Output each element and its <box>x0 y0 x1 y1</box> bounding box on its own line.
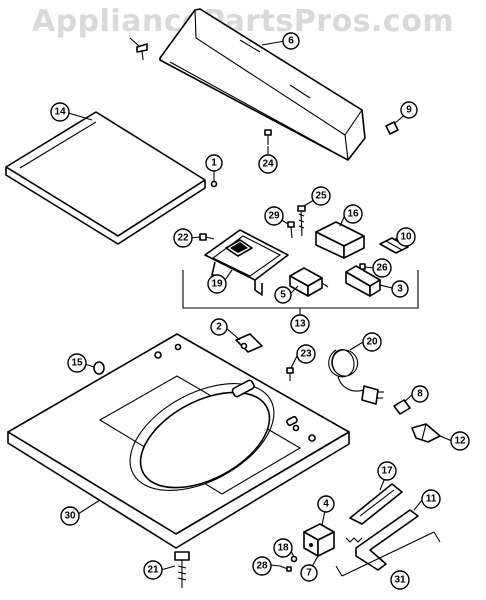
part-24-screw <box>264 129 272 145</box>
part-9-clip <box>385 121 399 135</box>
callout-30-label: 30 <box>64 511 76 522</box>
callout-18: 18 <box>273 538 293 558</box>
callout-28-label: 28 <box>256 561 268 572</box>
callout-10: 10 <box>396 227 416 247</box>
callout-26: 26 <box>372 258 392 278</box>
part-17-actuator <box>349 483 403 525</box>
callout-7-label: 7 <box>306 568 312 579</box>
callout-9: 9 <box>400 101 418 119</box>
callout-8-label: 8 <box>417 389 423 400</box>
callout-13: 13 <box>290 314 310 334</box>
part-screw-top-left <box>136 43 148 61</box>
callout-9-label: 9 <box>406 105 412 116</box>
callout-4-label: 4 <box>323 499 329 510</box>
callout-5-label: 5 <box>280 290 286 301</box>
watermark: AppliancePartsPros.com <box>31 4 455 39</box>
part-7-spring <box>345 537 363 543</box>
callout-5: 5 <box>274 286 292 304</box>
callout-3: 3 <box>391 280 409 298</box>
callout-10-label: 10 <box>400 232 412 243</box>
part-20-harness <box>328 349 384 405</box>
part-21-leg <box>174 551 190 588</box>
callout-13-label: 13 <box>294 319 306 330</box>
part-1-bumper <box>210 180 218 188</box>
callout-2-label: 2 <box>216 322 222 333</box>
part-5-switch <box>289 267 329 297</box>
callout-17-label: 17 <box>381 466 393 477</box>
callout-2: 2 <box>210 318 228 336</box>
callout-11-label: 11 <box>426 494 437 505</box>
callout-24: 24 <box>258 154 278 174</box>
part-29-screw <box>287 221 295 239</box>
callout-15-label: 15 <box>71 358 83 369</box>
callout-23-label: 23 <box>300 349 312 360</box>
part-25-screw <box>297 205 306 237</box>
callout-31: 31 <box>390 570 410 590</box>
part-30-washer-top <box>7 333 350 549</box>
part-2-hinge <box>235 333 263 353</box>
callout-12: 12 <box>450 431 470 451</box>
callout-11: 11 <box>421 489 441 509</box>
part-31-bracket-line <box>335 531 441 577</box>
callout-14: 14 <box>50 102 70 122</box>
callout-19: 19 <box>207 274 227 294</box>
part-12-clamp <box>411 423 441 443</box>
part-15-plug <box>93 361 105 375</box>
callout-24-label: 24 <box>262 159 274 170</box>
part-22-screw <box>199 233 215 241</box>
part-4-switch <box>303 523 335 557</box>
callout-1: 1 <box>205 154 223 172</box>
callout-29: 29 <box>264 206 284 226</box>
part-8-bushing <box>393 399 411 415</box>
callout-22: 22 <box>173 228 193 248</box>
callout-7: 7 <box>300 564 318 582</box>
part-6-console <box>159 8 366 161</box>
callout-20: 20 <box>362 332 382 352</box>
callout-30: 30 <box>60 506 80 526</box>
callout-22-label: 22 <box>177 233 189 244</box>
part-19-bracket <box>204 229 289 296</box>
callout-1-label: 1 <box>211 158 217 169</box>
part-16-relay <box>315 221 365 259</box>
callout-8: 8 <box>411 385 429 403</box>
callout-25: 25 <box>311 186 331 206</box>
callout-29-label: 29 <box>268 211 280 222</box>
callout-6: 6 <box>282 32 300 50</box>
callout-20-label: 20 <box>366 337 378 348</box>
callout-14-label: 14 <box>54 107 66 118</box>
callout-21-label: 21 <box>147 565 159 576</box>
part-18-screw <box>290 555 298 563</box>
callout-21: 21 <box>143 560 163 580</box>
callout-16: 16 <box>343 204 363 224</box>
callout-17: 17 <box>377 461 397 481</box>
callout-28: 28 <box>252 556 272 576</box>
part-14-lid <box>5 111 206 245</box>
callout-23: 23 <box>296 344 316 364</box>
callout-4: 4 <box>317 495 335 513</box>
callout-16-label: 16 <box>347 209 359 220</box>
callout-18-label: 18 <box>277 543 289 554</box>
callout-19-label: 19 <box>211 279 223 290</box>
part-10-fuse <box>379 237 409 254</box>
callout-31-label: 31 <box>394 575 406 586</box>
callout-15: 15 <box>67 353 87 373</box>
part-23-screw <box>286 367 294 381</box>
callout-26-label: 26 <box>376 263 388 274</box>
part-28-screw <box>279 565 292 572</box>
callout-25-label: 25 <box>315 191 327 202</box>
callout-12-label: 12 <box>454 436 466 447</box>
part-3-holder <box>345 265 381 297</box>
part-11-rod <box>355 509 419 571</box>
callout-3-label: 3 <box>397 284 403 295</box>
callout-6-label: 6 <box>288 36 294 47</box>
